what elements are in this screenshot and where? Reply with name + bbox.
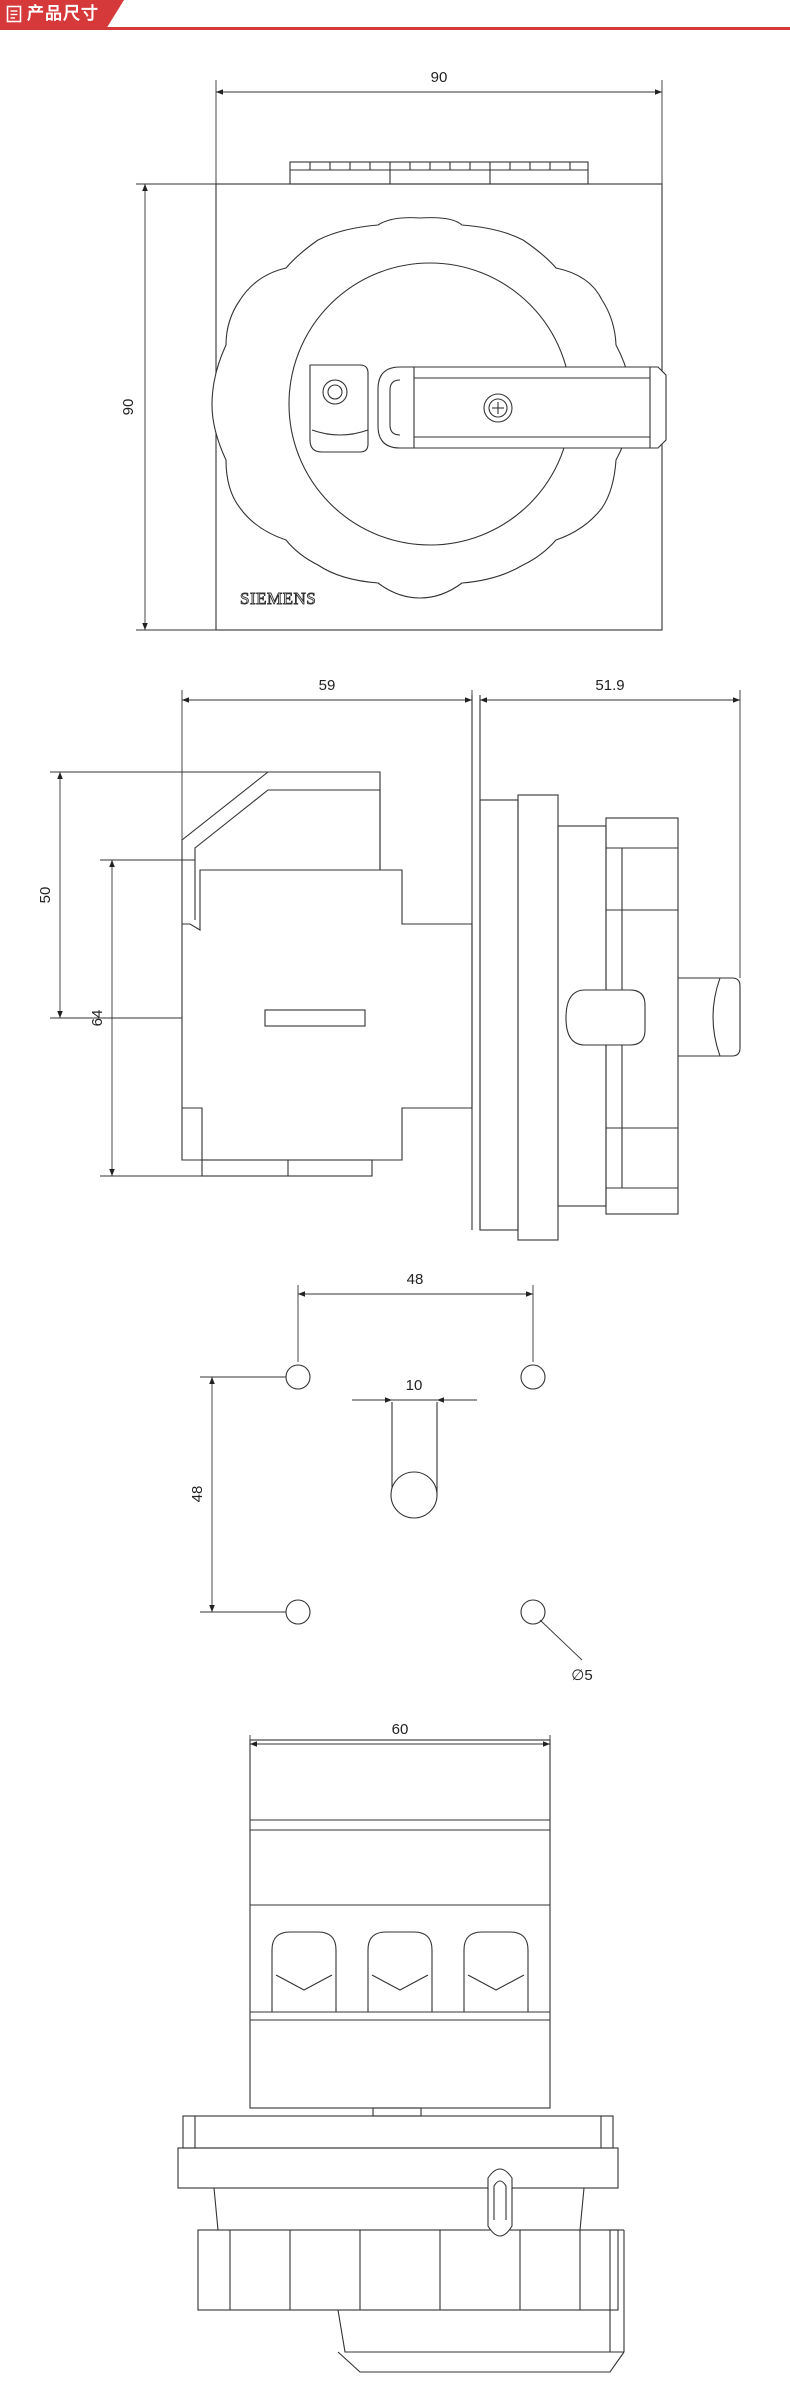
side-body-height-label: 64: [89, 1010, 106, 1027]
side-view: [50, 695, 741, 1241]
side-depth-dimension: [181, 690, 473, 840]
hole-diameter-leader: [539, 1619, 583, 1661]
bottom-view: [177, 1739, 625, 2373]
front-view: [211, 161, 667, 631]
side-handle-dimension: [480, 690, 741, 978]
bottom-width-label: 60: [392, 1721, 409, 1738]
document-icon: [6, 5, 22, 23]
side-upper-height-dimension: [50, 771, 182, 1019]
drilling-view: [285, 1364, 546, 1625]
side-depth-label: 59: [319, 677, 336, 694]
front-width-label: 90: [431, 69, 448, 86]
mount-hole-top-left: [285, 1364, 311, 1390]
drill-spacing-y-dimension: [200, 1376, 286, 1613]
front-height-label: 90: [120, 399, 137, 416]
hole-diameter-label: ∅5: [571, 1667, 592, 1684]
bottom-width-dimension: [249, 1735, 551, 1747]
section-header: 产品尺寸: [0, 0, 790, 32]
side-handle-label: 51.9: [595, 677, 624, 694]
side-body-height-dimension: [100, 859, 202, 1177]
slot-width-label: 10: [406, 1377, 423, 1394]
drill-spacing-x-dimension: [297, 1285, 534, 1362]
drill-spacing-x-label: 48: [407, 1271, 424, 1288]
header-underline: [0, 27, 790, 30]
brand-logo-text: SIEMENS: [240, 589, 316, 608]
mount-hole-bottom-left: [285, 1599, 311, 1625]
mount-hole-bottom-right: [520, 1599, 546, 1625]
header-title: 产品尺寸: [27, 4, 99, 24]
mount-hole-top-right: [520, 1364, 546, 1390]
front-height-dimension: [136, 183, 216, 631]
front-width-dimension: [215, 80, 663, 184]
side-upper-height-label: 50: [37, 887, 54, 904]
drill-spacing-y-label: 48: [189, 1486, 206, 1503]
